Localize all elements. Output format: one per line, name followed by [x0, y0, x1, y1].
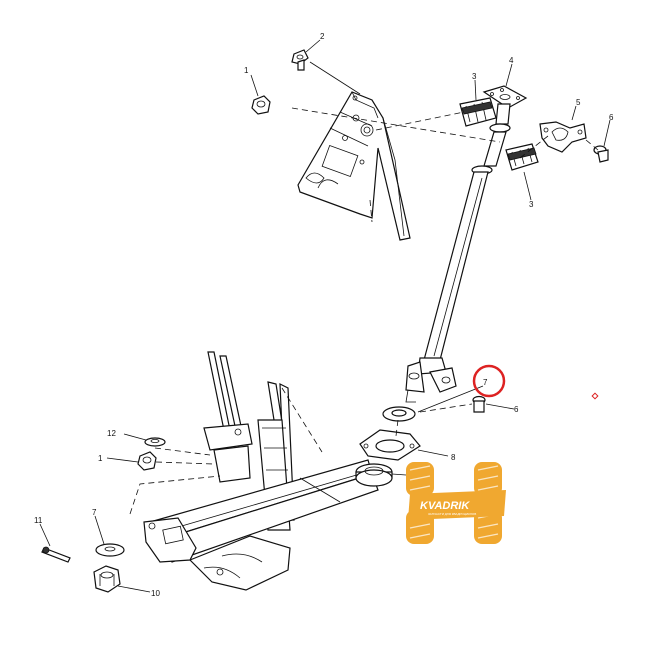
- callout-3-lower: 3: [529, 200, 534, 209]
- lower-bearing-block: [505, 143, 539, 171]
- nut-top-left: [251, 95, 271, 115]
- callout-6-upper: 6: [609, 113, 614, 122]
- middle-bolt: [472, 395, 486, 413]
- top-bolt: [291, 49, 309, 71]
- upper-frame-bracket: [297, 91, 411, 241]
- callout-8: 8: [451, 453, 456, 462]
- kvadrik-logo: KVADRIK ЗАПЧАСТИ ДЛЯ КВАДРОЦИКЛОВ: [406, 462, 506, 544]
- bearing-flange: [359, 429, 421, 461]
- steering-shaft: [405, 85, 528, 403]
- lower-frame: [143, 351, 379, 591]
- upper-bearing-block: [459, 97, 497, 127]
- highlight-circle: [472, 364, 506, 398]
- assembly-lines: [129, 107, 599, 515]
- callout-4: 4: [509, 56, 514, 65]
- callout-5: 5: [576, 98, 581, 107]
- logo-brand: KVADRIK: [420, 500, 470, 512]
- nut-lower-left: [137, 451, 157, 471]
- leader-lines: [39, 39, 611, 593]
- callout-10: 10: [151, 589, 160, 598]
- callout-11: 11: [34, 516, 43, 525]
- callout-7-middle: 7: [483, 378, 488, 387]
- callout-7-lower: 7: [92, 508, 97, 517]
- upper-bolt: [593, 145, 609, 163]
- washer-lower: [95, 543, 125, 557]
- bushing: [355, 463, 393, 487]
- callout-6-middle: 6: [514, 405, 519, 414]
- callout-3-upper: 3: [472, 72, 477, 81]
- washer-left: [144, 437, 166, 447]
- cotter-pin: [41, 546, 71, 563]
- callout-1-lower: 1: [98, 454, 103, 463]
- callout-12: 12: [107, 429, 116, 438]
- callout-labels: 1 2 3 4 5 6 3 7 6 8 9 12 1 11 7 10: [34, 32, 614, 598]
- red-marker: [591, 392, 599, 400]
- castle-nut: [93, 565, 121, 593]
- washer-middle: [382, 406, 416, 422]
- callout-2: 2: [320, 32, 325, 41]
- shaft-clamp: [539, 121, 587, 153]
- callout-1-top: 1: [244, 66, 249, 75]
- logo-tagline: ЗАПЧАСТИ ДЛЯ КВАДРОЦИКЛОВ: [428, 512, 476, 516]
